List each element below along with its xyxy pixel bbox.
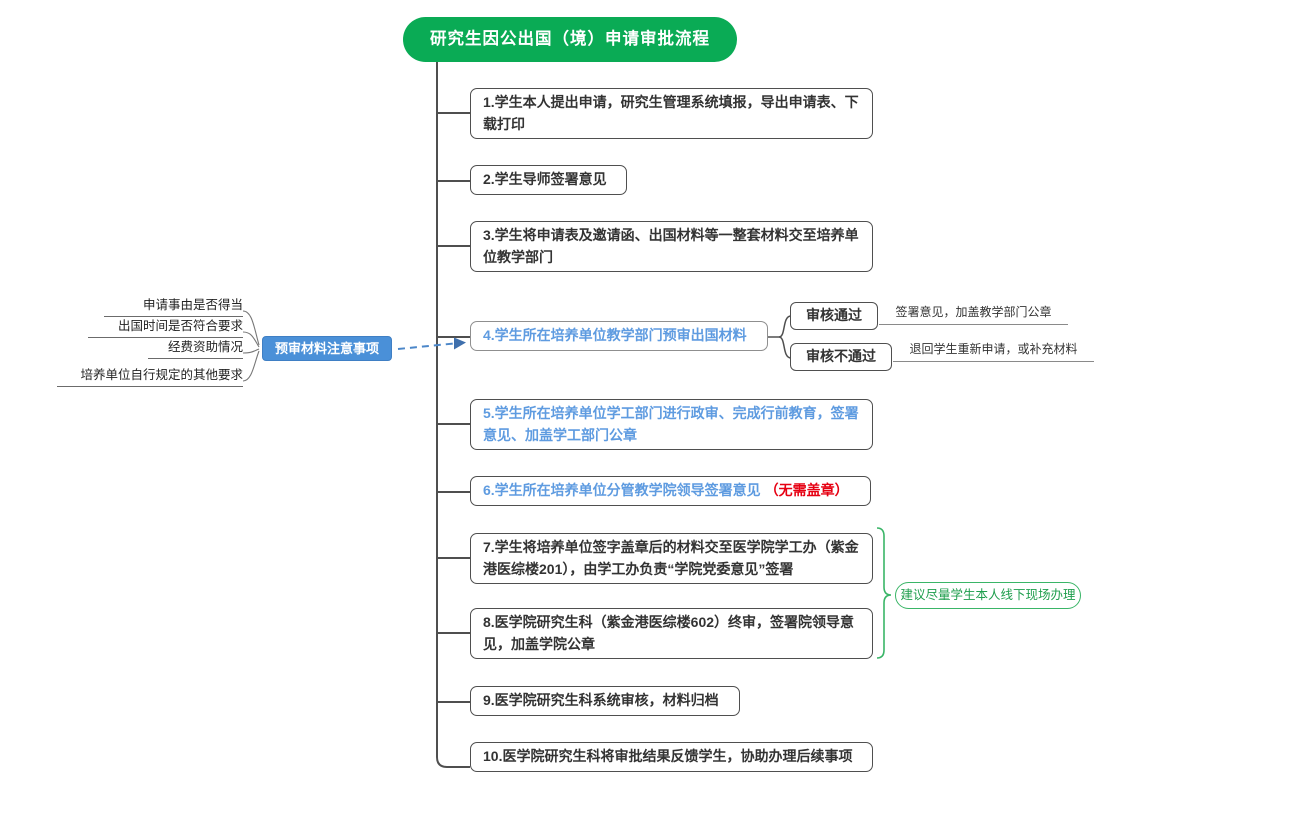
precheck-topic[interactable]: 预审材料注意事项 bbox=[262, 336, 392, 361]
suggestion-label[interactable]: 建议尽量学生本人线下现场办理 bbox=[895, 582, 1081, 609]
review-pass-box[interactable]: 审核通过 bbox=[790, 302, 878, 330]
root-topic[interactable]: 研究生因公出国（境）申请审批流程 bbox=[403, 17, 737, 62]
step-4[interactable]: 4.学生所在培养单位教学部门预审出国材料 bbox=[470, 321, 768, 351]
precheck-item-1[interactable]: 申请事由是否得当 bbox=[104, 294, 243, 317]
suggestion-brace bbox=[876, 527, 892, 659]
step-6-text: 6.学生所在培养单位分管教学院领导签署意见 bbox=[483, 482, 761, 498]
step-1-text: 1.学生本人提出申请，研究生管理系统填报，导出申请表、下载打印 bbox=[483, 94, 859, 132]
step-7[interactable]: 7.学生将培养单位签字盖章后的材料交至医学院学工办（紫金港医综楼201），由学工… bbox=[470, 533, 873, 585]
step-4-text: 4.学生所在培养单位教学部门预审出国材料 bbox=[483, 327, 747, 343]
step-5-text: 5.学生所在培养单位学工部门进行政审、完成行前教育，签署意见、加盖学工部门公章 bbox=[483, 405, 859, 443]
arrowhead-icon bbox=[454, 337, 466, 350]
step-8[interactable]: 8.医学院研究生科（紫金港医综楼602）终审，签署院领导意见，加盖学院公章 bbox=[470, 608, 873, 660]
precheck-item-3[interactable]: 经费资助情况 bbox=[148, 336, 243, 359]
precheck-item-2[interactable]: 出国时间是否符合要求 bbox=[88, 315, 243, 338]
step-9[interactable]: 9.医学院研究生科系统审核，材料归档 bbox=[470, 686, 740, 716]
step-8-text: 8.医学院研究生科（紫金港医综楼602）终审，签署院领导意见，加盖学院公章 bbox=[483, 614, 855, 652]
step-7-text: 7.学生将培养单位签字盖章后的材料交至医学院学工办（紫金港医综楼201），由学工… bbox=[483, 539, 859, 577]
trunk-line bbox=[436, 62, 470, 768]
step-5[interactable]: 5.学生所在培养单位学工部门进行政审、完成行前教育，签署意见、加盖学工部门公章 bbox=[470, 399, 873, 451]
step-10[interactable]: 10.医学院研究生科将审批结果反馈学生，协助办理后续事项 bbox=[470, 742, 873, 772]
review-pass-note[interactable]: 签署意见，加盖教学部门公章 bbox=[879, 303, 1068, 325]
review-fail-note[interactable]: 退回学生重新申请，或补充材料 bbox=[893, 340, 1094, 362]
review-fail-box[interactable]: 审核不通过 bbox=[790, 343, 892, 371]
step-6-note: （无需盖章） bbox=[764, 482, 849, 498]
step-2[interactable]: 2.学生导师签署意见 bbox=[470, 165, 627, 195]
precheck-fan-lines bbox=[242, 310, 260, 382]
step-10-text: 10.医学院研究生科将审批结果反馈学生，协助办理后续事项 bbox=[483, 748, 853, 764]
step-6[interactable]: 6.学生所在培养单位分管教学院领导签署意见 （无需盖章） bbox=[470, 476, 871, 506]
step-3[interactable]: 3.学生将申请表及邀请函、出国材料等一整套材料交至培养单位教学部门 bbox=[470, 221, 873, 273]
step-2-text: 2.学生导师签署意见 bbox=[483, 171, 607, 187]
precheck-item-4[interactable]: 培养单位自行规定的其他要求 bbox=[57, 364, 243, 387]
step-9-text: 9.医学院研究生科系统审核，材料归档 bbox=[483, 692, 719, 708]
step-1[interactable]: 1.学生本人提出申请，研究生管理系统填报，导出申请表、下载打印 bbox=[470, 88, 873, 140]
precheck-arrow bbox=[397, 337, 466, 350]
review-branch-lines bbox=[768, 315, 792, 359]
step-3-text: 3.学生将申请表及邀请函、出国材料等一整套材料交至培养单位教学部门 bbox=[483, 227, 859, 265]
